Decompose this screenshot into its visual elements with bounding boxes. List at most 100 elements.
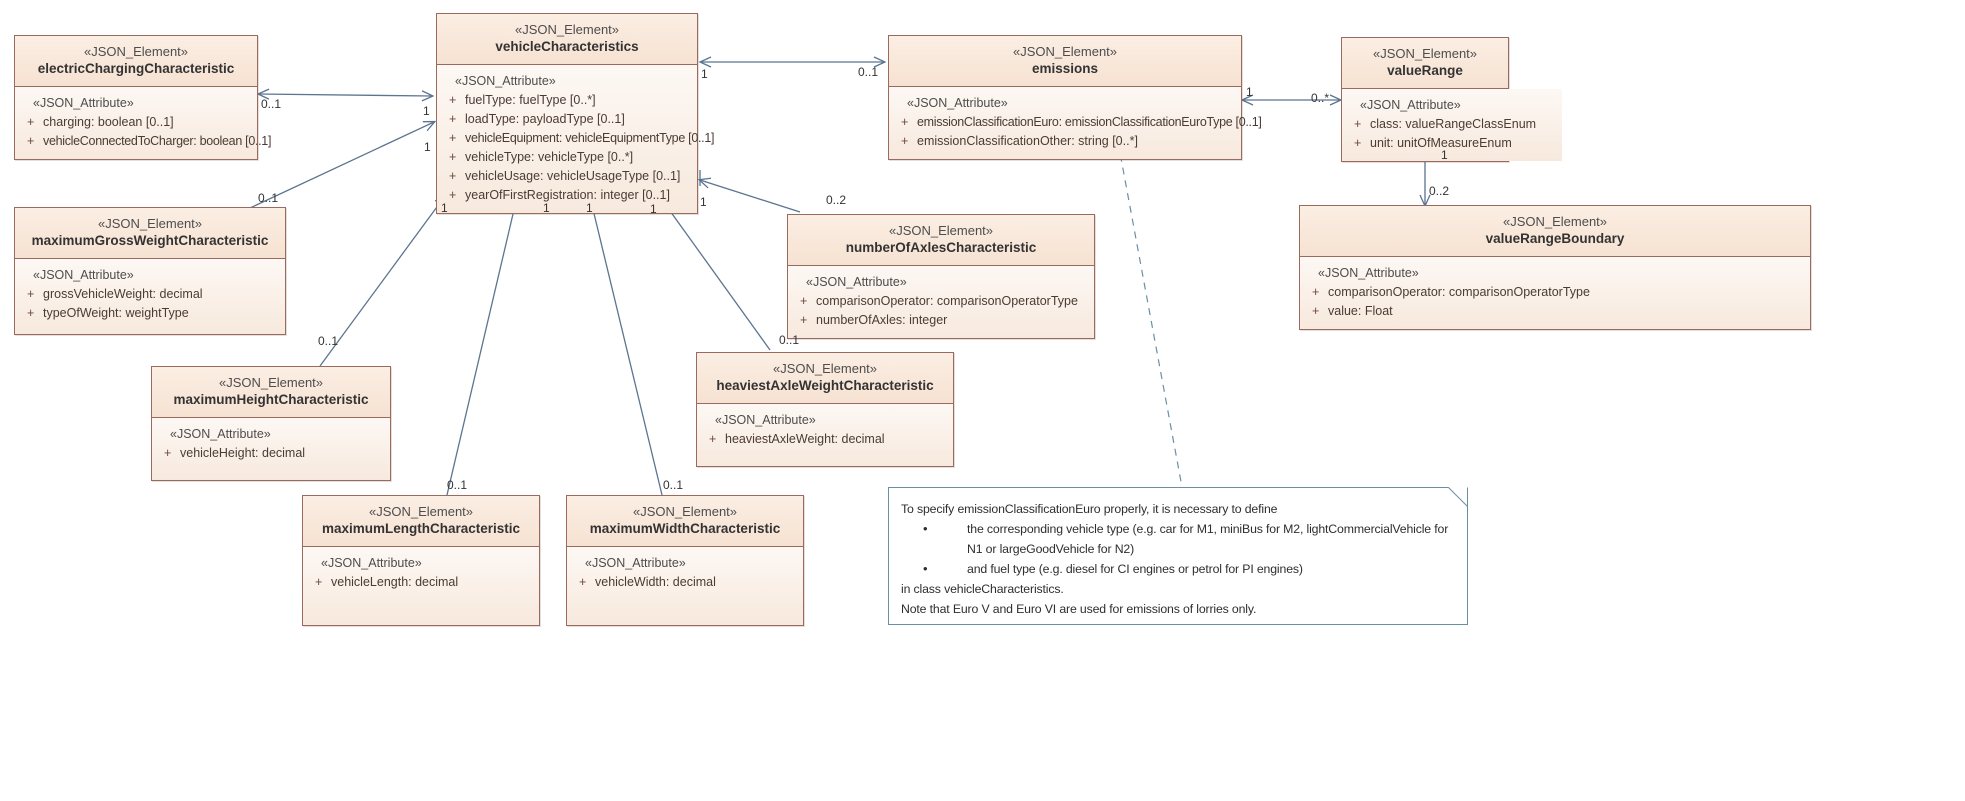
class-stereotype: «JSON_Element» [1502,214,1608,229]
attribute-visibility: + [27,306,35,320]
attribute-signature: emissionClassificationEuro: emissionClas… [917,115,1262,129]
attribute-visibility: + [27,115,35,129]
class-name: vehicleCharacteristics [495,39,639,54]
class-header: «JSON_Element» maximumWidthCharacteristi… [567,496,803,547]
class-stereotype: «JSON_Element» [1012,44,1118,59]
attribute-signature: class: valueRangeClassEnum [1370,117,1537,131]
attribute-row: + vehicleEquipment: vehicleEquipmentType… [443,129,714,148]
multiplicity-label: 1 [543,201,550,215]
class-stereotype: «JSON_Element» [83,44,189,59]
attribute-row: + comparisonOperator: comparisonOperator… [794,292,1088,311]
multiplicity-label: 0..1 [779,333,800,347]
note-bullet-item: the corresponding vehicle type (e.g. car… [923,519,1453,559]
multiplicity-label: 0..* [1311,91,1330,105]
attribute-signature: numberOfAxles: integer [816,313,948,327]
attribute-visibility: + [1354,117,1362,131]
class-stereotype: «JSON_Element» [514,22,620,37]
class-heaviestAxleWeightCharacteristic[interactable]: «JSON_Element» heaviestAxleWeightCharact… [696,352,954,467]
attribute-visibility: + [164,446,172,460]
multiplicity-label: 1 [423,104,430,118]
class-header: «JSON_Element» maximumHeightCharacterist… [152,367,390,418]
class-name: maximumGrossWeightCharacteristic [31,233,269,248]
class-body: «JSON_Attribute» + vehicleHeight: decima… [152,418,390,480]
attribute-row: + emissionClassificationEuro: emissionCl… [895,113,1262,132]
class-name: valueRangeBoundary [1485,231,1625,246]
attribute-stereotype: «JSON_Attribute» [1360,98,1461,112]
attribute-stereotype: «JSON_Attribute» [33,96,134,110]
class-header: «JSON_Element» maximumLengthCharacterist… [303,496,539,547]
attribute-visibility: + [800,294,808,308]
attribute-visibility: + [449,112,457,126]
attribute-visibility: + [315,575,323,589]
attribute-row: + typeOfWeight: weightType [21,304,279,323]
class-body: «JSON_Attribute» + class: valueRangeClas… [1342,89,1562,161]
class-valueRange[interactable]: «JSON_Element» valueRange «JSON_Attribut… [1341,37,1562,162]
attribute-signature: vehicleLength: decimal [331,575,459,589]
class-body: «JSON_Attribute» + emissionClassificatio… [889,87,1262,159]
class-maximumWidthCharacteristic[interactable]: «JSON_Element» maximumWidthCharacteristi… [566,495,804,626]
attribute-signature: vehicleWidth: decimal [595,575,716,589]
attribute-visibility: + [449,188,457,202]
note-anchor-dashed-line [1117,141,1183,488]
class-maximumHeightCharacteristic[interactable]: «JSON_Element» maximumHeightCharacterist… [151,366,391,481]
attribute-visibility: + [449,169,457,183]
class-stereotype: «JSON_Element» [1372,46,1478,61]
attribute-stereotype: «JSON_Attribute» [33,268,134,282]
multiplicity-label: 1 [1246,85,1253,99]
attribute-signature: vehicleConnectedToCharger: boolean [0..1… [43,134,272,148]
class-header: «JSON_Element» electricChargingCharacter… [15,36,257,87]
attribute-visibility: + [1312,285,1320,299]
class-name: emissions [1031,61,1099,76]
attribute-row: + charging: boolean [0..1] [21,113,251,132]
edge-width-to-vehiclecharacteristics [590,197,663,496]
attribute-row: + loadType: payloadType [0..1] [443,110,691,129]
multiplicity-label: 1 [701,67,708,81]
multiplicity-label: 1 [700,195,707,209]
multiplicity-label: 0..1 [258,191,279,205]
class-header: «JSON_Element» vehicleCharacteristics [437,14,697,65]
attribute-visibility: + [901,134,909,148]
attribute-signature: value: Float [1328,304,1393,318]
class-numberOfAxlesCharacteristic[interactable]: «JSON_Element» numberOfAxlesCharacterist… [787,214,1095,339]
multiplicity-label: 0..1 [447,478,468,492]
attribute-stereotype: «JSON_Attribute» [170,427,271,441]
attribute-stereotype: «JSON_Attribute» [455,74,556,88]
attribute-visibility: + [800,313,808,327]
attribute-visibility: + [709,432,717,446]
attribute-signature: emissionClassificationOther: string [0..… [917,134,1138,148]
attribute-signature: typeOfWeight: weightType [43,306,189,320]
attribute-stereotype: «JSON_Attribute» [585,556,686,570]
attribute-signature: heaviestAxleWeight: decimal [725,432,885,446]
note-line-3: Note that Euro V and Euro VI are used fo… [901,602,1257,616]
note-box[interactable]: To specify emissionClassificationEuro pr… [888,487,1468,625]
attribute-row: + emissionClassificationOther: string [0… [895,132,1235,151]
class-electricChargingCharacteristic[interactable]: «JSON_Element» electricChargingCharacter… [14,35,271,160]
class-maximumGrossWeightCharacteristic[interactable]: «JSON_Element» maximumGrossWeightCharact… [14,207,286,335]
class-maximumLengthCharacteristic[interactable]: «JSON_Element» maximumLengthCharacterist… [302,495,540,626]
class-body: «JSON_Attribute» + vehicleWidth: decimal [567,547,803,625]
class-stereotype: «JSON_Element» [772,361,878,376]
class-stereotype: «JSON_Element» [368,504,474,519]
multiplicity-label: 0..1 [261,97,282,111]
class-name: maximumLengthCharacteristic [321,521,521,536]
multiplicity-label: 1 [650,202,657,216]
class-vehicleCharacteristics[interactable]: «JSON_Element» vehicleCharacteristics «J… [436,13,714,214]
note-bullet-list: the corresponding vehicle type (e.g. car… [901,519,1453,579]
attribute-signature: vehicleType: vehicleType [0..*] [465,150,634,164]
attribute-visibility: + [901,115,909,129]
attribute-row: + vehicleWidth: decimal [573,573,797,592]
edge-axles-to-vehiclecharacteristics [700,180,801,213]
multiplicity-label: 0..2 [826,193,847,207]
attribute-signature: vehicleUsage: vehicleUsageType [0..1] [465,169,681,183]
attribute-row: + vehicleUsage: vehicleUsageType [0..1] [443,167,691,186]
class-emissions[interactable]: «JSON_Element» emissions «JSON_Attribute… [888,35,1262,160]
edge-height-to-vehiclecharacteristics [319,196,445,367]
class-stereotype: «JSON_Element» [97,216,203,231]
multiplicity-label: 1 [441,201,448,215]
class-name: maximumHeightCharacteristic [173,392,369,407]
class-header: «JSON_Element» valueRange [1342,38,1508,89]
class-valueRangeBoundary[interactable]: «JSON_Element» valueRangeBoundary «JSON_… [1299,205,1811,330]
attribute-row: + vehicleLength: decimal [309,573,533,592]
class-stereotype: «JSON_Element» [632,504,738,519]
